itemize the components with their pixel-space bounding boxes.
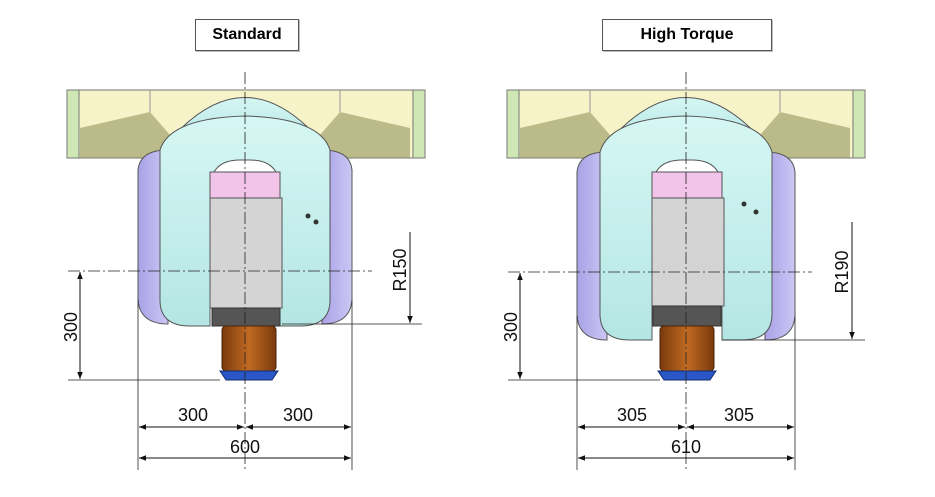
high-torque-motor-brown xyxy=(659,325,715,372)
high-torque-left-half-dim: 305 xyxy=(617,405,647,425)
standard-title: Standard xyxy=(212,26,282,43)
standard-motor-base xyxy=(219,370,279,381)
standard-motor-housing xyxy=(209,197,283,309)
high-torque-bolt-b xyxy=(753,209,759,215)
standard-motor-flange xyxy=(211,307,281,327)
high-torque-unit: 300 R190 305 305 610 xyxy=(501,72,866,470)
standard-radius-dim: R150 xyxy=(390,248,410,291)
high-torque-right-half-dim: 305 xyxy=(724,405,754,425)
high-torque-height-dim: 300 xyxy=(501,312,521,342)
standard-total-width-dim: 600 xyxy=(230,437,260,457)
high-torque-title: High Torque xyxy=(640,26,734,43)
standard-bolt-b xyxy=(313,219,319,225)
high-torque-total-width-dim: 610 xyxy=(671,437,701,457)
standard-height-dim: 300 xyxy=(61,312,81,342)
standard-bolt-a xyxy=(305,213,311,219)
standard-motor-brown xyxy=(221,325,277,372)
high-torque-radius-dim: R190 xyxy=(832,250,852,293)
high-torque-bolt-a xyxy=(741,201,747,207)
high-torque-title-box: High Torque xyxy=(602,19,772,51)
standard-left-half-dim: 300 xyxy=(178,405,208,425)
high-torque-motor-flange xyxy=(652,305,722,327)
standard-title-box: Standard xyxy=(195,19,299,51)
high-torque-motor-top xyxy=(651,171,723,201)
standard-right-half-dim: 300 xyxy=(283,405,313,425)
high-torque-motor-housing xyxy=(651,197,725,307)
standard-unit: 300 R150 300 300 600 xyxy=(61,72,426,470)
high-torque-motor-base xyxy=(657,370,717,381)
